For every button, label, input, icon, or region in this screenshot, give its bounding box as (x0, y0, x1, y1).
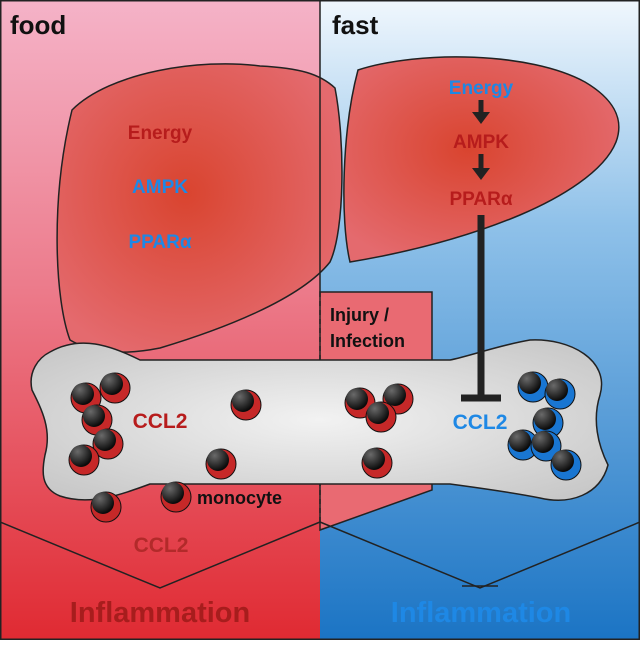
arrow-head-ampk-to-ppara (472, 168, 490, 180)
food-energy-label: Energy (128, 123, 193, 144)
monocytes-red (68, 372, 414, 523)
food-outcome-chevron (0, 521, 321, 589)
bone-marrow (30, 339, 609, 501)
injury-label-line2: Infection (330, 331, 405, 351)
fast-inflammation-label: Inflammation (391, 597, 571, 629)
food-inflammation-label: Inflammation (70, 597, 250, 629)
fast-panel-title: fast (332, 10, 379, 40)
fast-ppara-label: PPARα (449, 189, 512, 210)
monocytes-blue (507, 371, 582, 481)
fast-outcome-chevron (319, 521, 640, 589)
liver-food (56, 63, 343, 353)
fast-ampk-label: AMPK (453, 132, 509, 153)
food-panel-title: food (10, 10, 66, 40)
food-ppara-label: PPARα (128, 232, 191, 253)
monocyte-label: monocyte (197, 488, 282, 508)
fast-energy-label: Energy (449, 78, 514, 99)
arrow-head-energy-to-ampk (472, 112, 490, 124)
injury-label-line1: Injury / (330, 305, 389, 325)
blood-ccl2-label: CCL2 (134, 534, 189, 557)
food-ampk-label: AMPK (132, 177, 188, 198)
bone-ccl2-right: CCL2 (453, 411, 508, 434)
bone-ccl2-left: CCL2 (133, 410, 188, 433)
